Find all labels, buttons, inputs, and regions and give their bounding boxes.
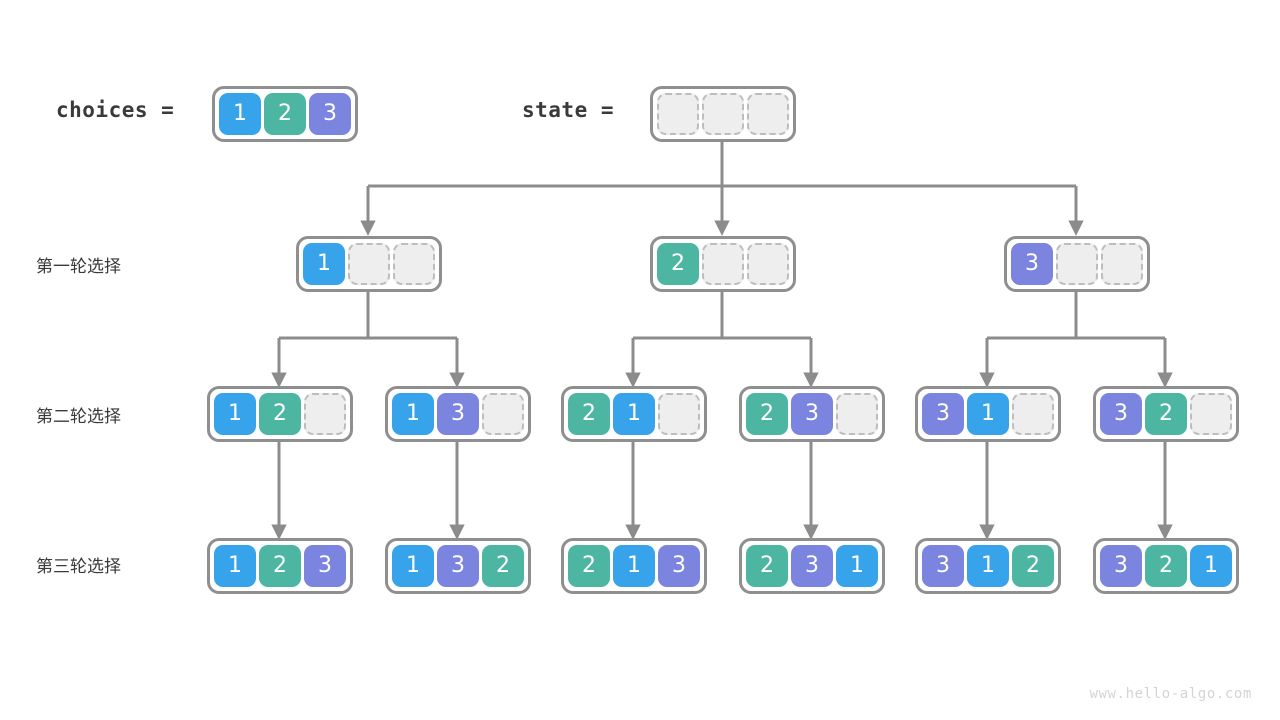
r2n4-cell-0: 2 [746, 393, 788, 435]
r3n6-cell-2: 1 [1190, 545, 1232, 587]
r3n6-cell-0: 3 [1100, 545, 1142, 587]
state-cell-2 [747, 93, 789, 135]
r2n1-cell-2 [304, 393, 346, 435]
r2n1-cell-0: 1 [214, 393, 256, 435]
r1n1-cell-2 [393, 243, 435, 285]
r3n1-cell-2: 3 [304, 545, 346, 587]
r2n3-cell-0: 2 [568, 393, 610, 435]
r3n5-cell-0: 3 [922, 545, 964, 587]
choices-cell-1: 2 [264, 93, 306, 135]
r3n1-cell-1: 2 [259, 545, 301, 587]
r3n4-cell-0: 2 [746, 545, 788, 587]
row-label-round-3: 第三轮选择 [36, 557, 121, 577]
r3n5-cell-2: 2 [1012, 545, 1054, 587]
r3n3-cell-0: 2 [568, 545, 610, 587]
r3n1-cell-0: 1 [214, 545, 256, 587]
state-node-row-1-3: 3 [1004, 236, 1150, 292]
r3n4-cell-1: 3 [791, 545, 833, 587]
state-cell-0 [657, 93, 699, 135]
r2n5-cell-1: 1 [967, 393, 1009, 435]
r2n2-cell-0: 1 [392, 393, 434, 435]
r3n6-cell-1: 2 [1145, 545, 1187, 587]
r3n3-cell-2: 3 [658, 545, 700, 587]
choices-cell-0: 1 [219, 93, 261, 135]
r3n5-cell-1: 1 [967, 545, 1009, 587]
r3n3-cell-1: 1 [613, 545, 655, 587]
r2n6-cell-1: 2 [1145, 393, 1187, 435]
state-node-row-1-2: 2 [650, 236, 796, 292]
choices-label: choices = [56, 98, 175, 122]
r3n2-cell-2: 2 [482, 545, 524, 587]
r2n5-cell-2 [1012, 393, 1054, 435]
r1n3-cell-2 [1101, 243, 1143, 285]
r2n2-cell-1: 3 [437, 393, 479, 435]
r1n3-cell-0: 3 [1011, 243, 1053, 285]
r1n1-cell-0: 1 [303, 243, 345, 285]
r2n1-cell-1: 2 [259, 393, 301, 435]
r1n1-cell-1 [348, 243, 390, 285]
r2n4-cell-1: 3 [791, 393, 833, 435]
r1n2-cell-1 [702, 243, 744, 285]
r1n3-cell-1 [1056, 243, 1098, 285]
watermark: www.hello-algo.com [1089, 686, 1252, 702]
state-node-row-1-1: 1 [296, 236, 442, 292]
r2n3-cell-2 [658, 393, 700, 435]
state-array [650, 86, 796, 142]
r3n4-cell-2: 1 [836, 545, 878, 587]
r3n2-cell-0: 1 [392, 545, 434, 587]
r2n6-cell-0: 3 [1100, 393, 1142, 435]
choices-cell-2: 3 [309, 93, 351, 135]
row-label-round-1: 第一轮选择 [36, 257, 121, 277]
r2n6-cell-2 [1190, 393, 1232, 435]
r2n3-cell-1: 1 [613, 393, 655, 435]
state-cell-1 [702, 93, 744, 135]
r2n4-cell-2 [836, 393, 878, 435]
r2n2-cell-2 [482, 393, 524, 435]
row-label-round-2: 第二轮选择 [36, 407, 121, 427]
r2n5-cell-0: 3 [922, 393, 964, 435]
r3n2-cell-1: 3 [437, 545, 479, 587]
state-label: state = [522, 98, 615, 122]
r1n2-cell-0: 2 [657, 243, 699, 285]
r1n2-cell-2 [747, 243, 789, 285]
